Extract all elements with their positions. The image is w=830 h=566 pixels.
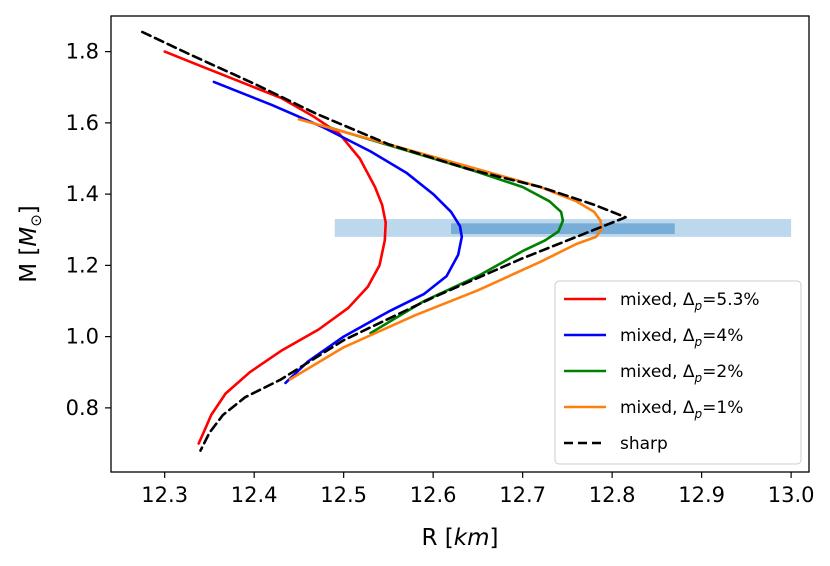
y-tick-label: 0.8 (66, 396, 99, 420)
series-line-5 (141, 30, 627, 452)
band-2 (451, 223, 675, 235)
series-line-1 (163, 50, 388, 445)
legend: mixed, Δp=5.3% mixed, Δp=4% mixed, Δp=2% mi… (554, 280, 802, 465)
y-tick-label: 1.2 (66, 253, 99, 277)
y-tick-label: 1.8 (66, 40, 99, 64)
x-tick-label: 13.0 (768, 483, 815, 507)
x-tick-label: 12.3 (141, 483, 188, 507)
y-axis-ticks: 0.8 1.0 1.2 1.4 1.6 1.8 (66, 40, 111, 420)
series-lines (141, 30, 627, 452)
legend-entries: mixed, Δp=5.3% mixed, Δp=4% mixed, Δp=2% mi… (564, 290, 760, 454)
x-axis-label: R [km] (422, 525, 499, 551)
series-line-4 (288, 118, 603, 381)
legend-label-5: sharp (620, 434, 668, 454)
x-tick-label: 12.7 (499, 483, 546, 507)
series-line-2 (212, 80, 464, 385)
x-tick-label: 12.8 (589, 483, 636, 507)
x-tick-label: 12.4 (231, 483, 278, 507)
legend-label-4: mixed, Δp=1% (620, 398, 743, 421)
legend-label-3: mixed, Δp=2% (620, 362, 743, 385)
y-tick-label: 1.0 (66, 325, 99, 349)
uncertainty-bands (334, 219, 792, 237)
x-tick-label: 12.5 (320, 483, 367, 507)
x-axis-ticks: 12.3 12.4 12.5 12.6 12.7 12.8 12.9 13.0 (141, 472, 814, 507)
y-axis-label: M [M⊙] (16, 205, 45, 283)
y-tick-label: 1.4 (66, 182, 99, 206)
x-tick-label: 12.6 (410, 483, 457, 507)
x-tick-label: 12.9 (678, 483, 725, 507)
legend-label-2: mixed, Δp=4% (620, 326, 743, 349)
y-tick-label: 1.6 (66, 111, 99, 135)
legend-box (554, 280, 802, 465)
legend-label-1: mixed, Δp=5.3% (620, 290, 760, 313)
plot-frame (110, 15, 810, 473)
